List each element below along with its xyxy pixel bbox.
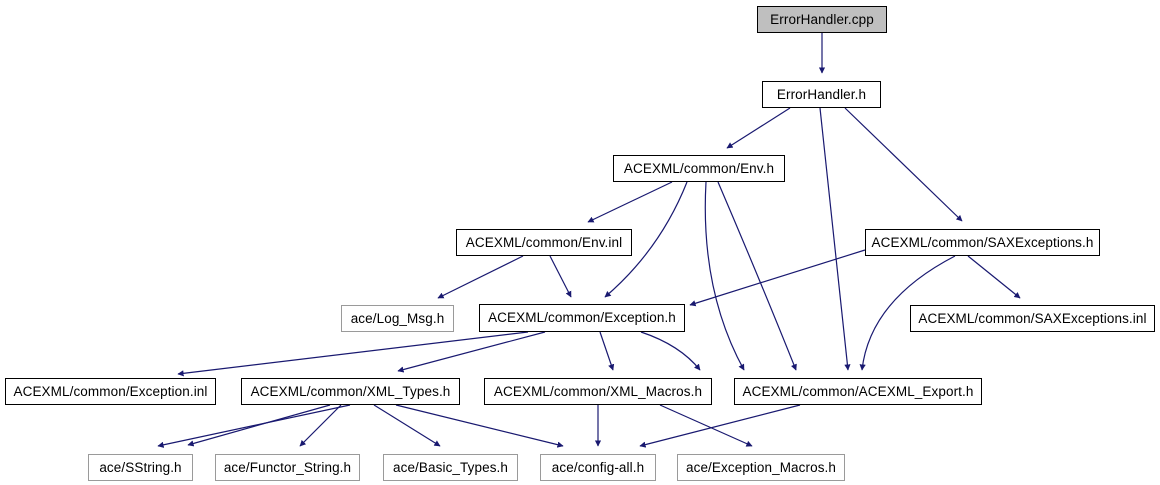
node-acexml-common-exception-inl[interactable]: ACEXML/common/Exception.inl (5, 378, 216, 405)
edge-xml_types_h-to-config_all_h (395, 404, 564, 448)
node-label: ACEXML/common/Exception.h (488, 310, 676, 326)
node-label: ace/Functor_String.h (223, 459, 352, 475)
edge-exception_h-to-exception_inl (177, 331, 529, 377)
node-label: ACEXML/common/XML_Macros.h (493, 383, 703, 399)
edge-saxexceptions_h-to-saxexceptions_inl (967, 255, 1021, 299)
edge-env_h-to-env_inl (587, 181, 673, 223)
edge-acexml_export_h-to-config_all_h (639, 404, 801, 448)
node-ace-exception-macros-h[interactable]: ace/Exception_Macros.h (677, 454, 845, 481)
node-acexml-common-exception-h[interactable]: ACEXML/common/Exception.h (479, 304, 685, 332)
node-ace-basic-types-h[interactable]: ace/Basic_Types.h (383, 454, 518, 481)
node-label: ACEXML/common/SAXExceptions.h (871, 234, 1094, 250)
edge-xml_types_h_cross-to-sstring_h (187, 404, 331, 447)
node-acexml-common-xml-types-h[interactable]: ACEXML/common/XML_Types.h (241, 378, 460, 405)
edge-xml_types_h-to-functor_string_h (299, 404, 342, 447)
node-acexml-common-env-h[interactable]: ACEXML/common/Env.h (613, 155, 785, 182)
node-label: ACEXML/common/SAXExceptions.inl (918, 310, 1147, 326)
node-errorhandler-cpp[interactable]: ErrorHandler.cpp (757, 6, 887, 33)
node-acexml-common-saxexceptions-h[interactable]: ACEXML/common/SAXExceptions.h (865, 229, 1100, 256)
edge-env_h-to-acexml_export_h (704, 181, 745, 371)
edge-exception_h-to-xml_macros_h (599, 331, 615, 371)
edge-errorhandler_h-to-env_h (726, 107, 791, 149)
node-label: ACEXML/common/Env.h (623, 160, 775, 176)
edge-env_inl-to-log_msg_h (437, 255, 524, 299)
node-ace-log-msg-h[interactable]: ace/Log_Msg.h (341, 305, 454, 332)
node-acexml-common-env-inl[interactable]: ACEXML/common/Env.inl (456, 229, 632, 256)
node-label: ErrorHandler.h (776, 86, 867, 102)
edge-env_inl-to-exception_h (549, 255, 572, 298)
edge-xml_macros_h-to-exception_macros_h (659, 404, 753, 447)
node-ace-functor-string-h[interactable]: ace/Functor_String.h (215, 454, 360, 481)
node-label: ace/SString.h (99, 459, 182, 475)
node-acexml-common-saxexceptions-inl[interactable]: ACEXML/common/SAXExceptions.inl (910, 305, 1155, 332)
edge-exception_h-to-acexml_export_h (640, 331, 701, 371)
edge-saxexceptions_h-to-exception_h (689, 249, 866, 307)
edge-errorhandler_h-to-saxexceptions_h (844, 107, 963, 222)
node-label: ACEXML/common/XML_Types.h (250, 383, 451, 399)
node-label: ACEXML/common/ACEXML_Export.h (742, 383, 974, 399)
node-acexml-common-acexml-export-h[interactable]: ACEXML/common/ACEXML_Export.h (734, 378, 982, 405)
edge-exception_h-to-xml_types_h (397, 331, 546, 373)
node-label: ace/Log_Msg.h (350, 310, 445, 326)
node-ace-sstring-h[interactable]: ace/SString.h (88, 454, 193, 481)
node-label: ace/config-all.h (551, 459, 645, 475)
node-label: ErrorHandler.cpp (770, 11, 874, 27)
edge-xml_types_h-to-sstring_h (157, 404, 351, 448)
node-label: ACEXML/common/Env.inl (465, 234, 623, 250)
node-label: ACEXML/common/Exception.inl (13, 383, 208, 399)
edge-env_h-to-acexml_export_h2 (717, 181, 797, 371)
edge-xml_types_h-to-basic_types_h (373, 404, 441, 447)
node-ace-config-all-h[interactable]: ace/config-all.h (540, 454, 656, 481)
node-label: ace/Basic_Types.h (392, 459, 508, 475)
node-label: ace/Exception_Macros.h (685, 459, 837, 475)
node-errorhandler-h[interactable]: ErrorHandler.h (762, 81, 881, 108)
node-acexml-common-xml-macros-h[interactable]: ACEXML/common/XML_Macros.h (484, 378, 712, 405)
edge-errorhandler_h-to-acexml_export_h (819, 107, 851, 371)
